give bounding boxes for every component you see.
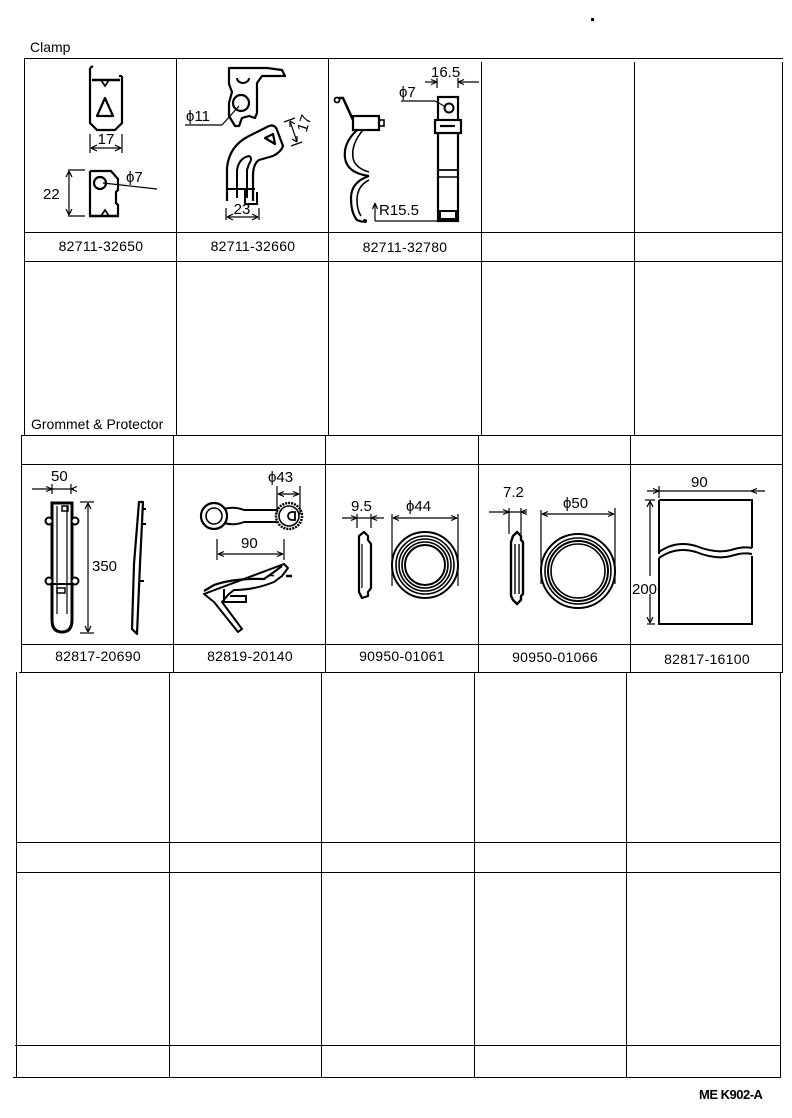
part-cell-82711-32650: 17 ϕ7 22 [25,58,177,233]
svg-text:23: 23 [234,201,251,218]
clamp-drawing-icon: 17 ϕ7 22 [43,65,158,218]
svg-text:ϕ50: ϕ50 [563,495,588,512]
protector-drawing-icon: 50 350 [32,468,146,636]
part-cell-82817-20690: 50 350 [22,464,174,644]
svg-text:17: 17 [98,131,115,148]
svg-text:ϕ7: ϕ7 [126,169,143,186]
svg-text:50: 50 [51,468,68,485]
grommet-drawing-icon: 9.5 ϕ44 [342,498,459,600]
clamp-drawing-icon: 50 ϕ11 17 23 [185,66,315,221]
part-cell-82817-16100: 90 200 [631,464,783,644]
svg-text:9.5: 9.5 [351,498,372,515]
part-number: 82711-32780 [362,239,448,255]
svg-text:ϕ43: ϕ43 [268,469,293,486]
part-number: 82817-16100 [664,651,750,667]
svg-text:200: 200 [632,581,657,598]
svg-text:90: 90 [691,474,708,491]
part-cell-82819-20140: ϕ43 90 [174,464,326,644]
svg-text:ϕ7: ϕ7 [399,84,416,101]
svg-text:90: 90 [241,535,258,552]
part-number: 82711-32660 [210,238,296,254]
section-title-grommet-protector: Grommet & Protector [31,416,164,432]
part-cell-90950-01061: 9.5 ϕ44 [326,464,478,644]
document-code: ME K902-A [699,1087,763,1102]
part-cell-82711-32660: 50 ϕ11 17 23 [177,58,329,233]
part-number: 82817-20690 [55,648,141,664]
svg-text:22: 22 [43,186,60,203]
part-number: 90950-01061 [359,648,445,664]
scan-speck [591,18,594,21]
protector-sheet-drawing-icon: 90 200 [632,474,765,625]
section-title-clamp: Clamp [30,39,71,55]
part-number: 82819-20140 [207,648,293,664]
clamp-drawing-icon: R15.5 ϕ7 16.5 [333,64,479,224]
svg-text:7.2: 7.2 [503,484,524,501]
svg-text:ϕ11: ϕ11 [186,108,210,125]
svg-text:17: 17 [294,113,315,134]
part-cell-90950-01066: 7.2 ϕ50 [479,464,631,644]
svg-text:R15.5: R15.5 [379,202,419,219]
svg-text:16.5: 16.5 [431,64,460,81]
part-number: 82711-32650 [58,238,144,254]
svg-text:350: 350 [92,558,117,575]
part-number: 90950-01066 [512,649,598,665]
grommet-drawing-icon: 7.2 ϕ50 [489,484,616,609]
grommet-drawing-icon: ϕ43 90 [199,469,304,633]
part-cell-empty [635,62,782,234]
part-cell-empty [482,62,634,234]
part-cell-82711-32780: R15.5 ϕ7 16.5 [329,58,481,233]
svg-text:ϕ44: ϕ44 [406,498,431,515]
